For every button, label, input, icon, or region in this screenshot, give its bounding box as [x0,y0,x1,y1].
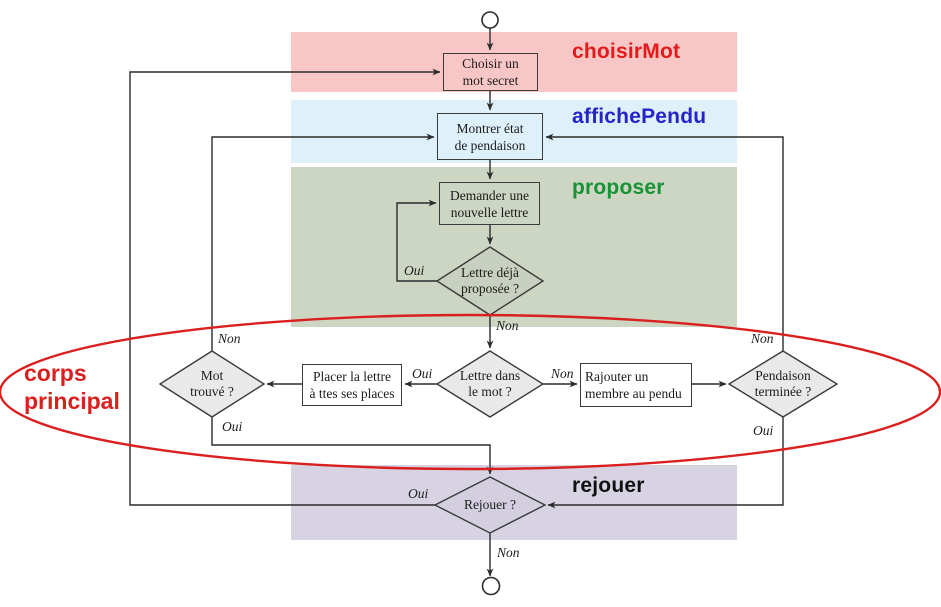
region-label-proposer: proposer [572,176,665,199]
node-text-line: Rajouter un [585,369,649,384]
edge-pendaison-oui [547,417,784,509]
node-placer-la-lettre: Placer la lettre à ttes ses places [302,364,402,406]
diamond-pendaison-terminee [727,350,839,418]
diamond-mot-trouve [158,350,266,418]
end-terminal-icon [481,576,501,596]
edge-mottrouve-oui [211,417,494,475]
annotation-text-line: principal [24,388,120,414]
diamond-lettre-deja-proposee [435,246,545,316]
start-terminal-icon [481,11,499,29]
edge-lettredeja-oui-loop [396,199,437,282]
node-text-line: Montrer état [456,120,524,136]
edge-label-pendaison-oui: Oui [753,423,774,438]
diamond-rejouer [433,476,547,534]
region-band-affichependu [291,100,737,163]
node-text-line: Choisir un [462,56,519,71]
edge-label-mot-oui: Oui [222,419,243,434]
diamond-lettre-dans-le-mot [435,350,545,418]
node-text-line: membre au pendu [585,386,682,401]
edge-pendaison-non [545,133,784,351]
edge-label-dans-oui: Oui [412,366,433,381]
edge-label-deja-oui: Oui [404,263,425,278]
edge-label-deja-non: Non [496,318,519,333]
annotation-text-line: corps [24,360,87,386]
edge-label-rejouer-oui: Oui [408,486,429,501]
corps-principal-ellipse [0,313,941,471]
node-text-line: Placer la lettre [313,369,391,384]
node-demander-nouvelle-lettre: Demander une nouvelle lettre [439,182,540,225]
edge-label-rejouer-non: Non [497,545,520,560]
region-band-choisirmot [291,32,737,92]
node-rajouter-membre-pendu: Rajouter un membre au pendu [580,363,692,407]
edge-mottrouve-non [211,133,435,351]
node-text-line: nouvelle lettre [450,204,529,220]
region-label-rejouer: rejouer [572,474,645,497]
node-choisir-mot-secret: Choisir un mot secret [443,53,538,91]
node-text-line: de pendaison [454,137,526,153]
region-label-affichependu: affichePendu [572,105,707,128]
annotation-corps-principal: corps principal [24,359,120,415]
node-montrer-etat-pendaison: Montrer état de pendaison [437,113,543,160]
node-text-line: mot secret [462,73,519,88]
edge-rejouer-oui [129,68,441,506]
edge-label-mot-non: Non [218,331,241,346]
node-text-line: à ttes ses places [309,386,395,401]
edge-label-dans-non: Non [551,366,574,381]
region-label-choisirmot: choisirMot [572,40,681,63]
edge-label-pendaison-non: Non [751,331,774,346]
node-text-line: Demander une [449,187,530,203]
